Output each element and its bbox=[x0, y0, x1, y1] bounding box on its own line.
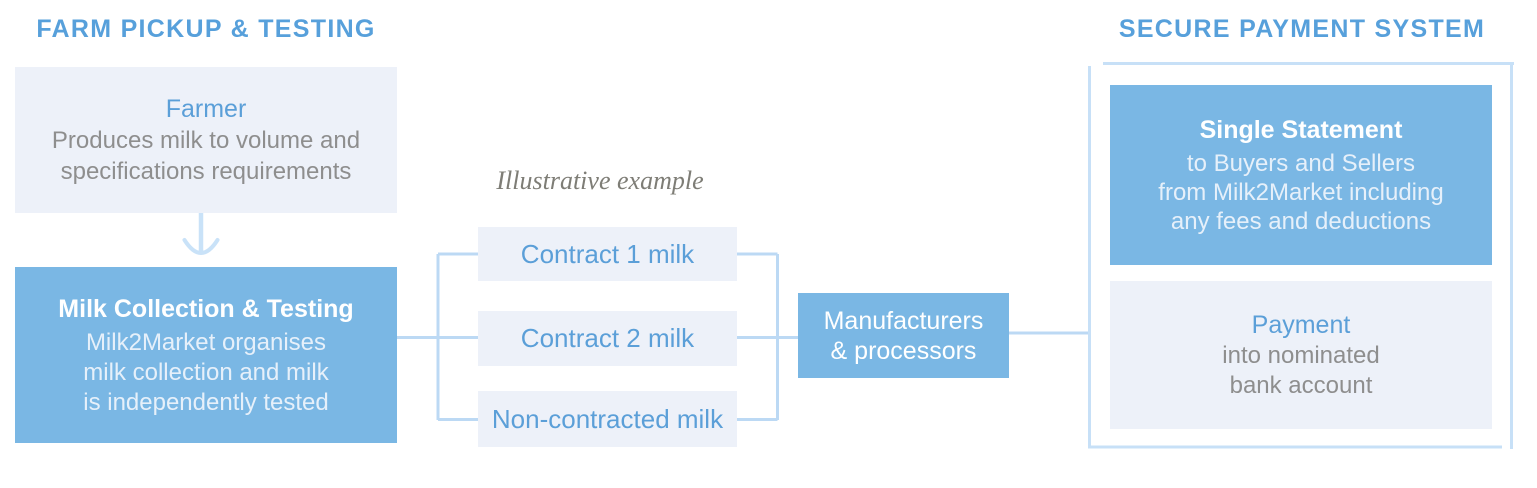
payment-title: Payment bbox=[1251, 311, 1351, 339]
farmer-title: Farmer bbox=[165, 95, 247, 123]
secure-payment-heading: SECURE PAYMENT SYSTEM bbox=[1118, 15, 1486, 43]
contracts-left-bracket bbox=[397, 252, 478, 421]
manufacturers-label-line: & processors bbox=[830, 336, 977, 365]
milk-collection-title: Milk Collection & Testing bbox=[58, 294, 354, 323]
non-contracted-milk-box: Non-contracted milk bbox=[478, 391, 737, 447]
manufacturers-label-line: Manufacturers bbox=[823, 306, 984, 335]
farmer-description-line: specifications requirements bbox=[60, 158, 352, 185]
contract-2-milk-label: Contract 2 milk bbox=[520, 323, 695, 353]
payment-description-line: into nominated bbox=[1222, 342, 1380, 369]
manufacturers-label: Manufacturers & processors bbox=[824, 306, 984, 366]
non-contracted-milk-label: Non-contracted milk bbox=[491, 403, 724, 434]
farmer-box: Farmer Produces milk to volume and speci… bbox=[15, 67, 397, 213]
single-statement-description: to Buyers and Sellers from Milk2Market i… bbox=[1158, 149, 1443, 236]
milk-collection-description-line: Milk2Market organises bbox=[85, 328, 327, 356]
payment-description: into nominated bank account bbox=[1222, 341, 1379, 401]
contract-1-milk-box: Contract 1 milk bbox=[478, 227, 737, 281]
single-statement-description-line: from Milk2Market including bbox=[1158, 179, 1444, 206]
single-statement-description-line: to Buyers and Sellers bbox=[1186, 150, 1416, 177]
single-statement-description-line: any fees and deductions bbox=[1170, 208, 1432, 235]
contracts-right-bracket bbox=[737, 252, 798, 421]
single-statement-title: Single Statement bbox=[1199, 116, 1403, 144]
milk-collection-description: Milk2Market organises milk collection an… bbox=[83, 328, 329, 418]
contract-2-milk-box: Contract 2 milk bbox=[478, 311, 737, 366]
farm-pickup-heading: FARM PICKUP & TESTING bbox=[36, 15, 376, 43]
farmer-description-line: Produces milk to volume and bbox=[51, 127, 361, 154]
milk-collection-description-line: milk collection and milk bbox=[83, 358, 329, 386]
milk-collection-box: Milk Collection & Testing Milk2Market or… bbox=[15, 267, 397, 443]
milk-collection-description-line: is independently tested bbox=[83, 388, 329, 416]
contract-1-milk-label: Contract 1 milk bbox=[520, 238, 695, 269]
single-statement-box: Single Statement to Buyers and Sellers f… bbox=[1110, 85, 1492, 265]
manufacturers-box: Manufacturers & processors bbox=[798, 293, 1009, 378]
illustrative-example-label: Illustrative example bbox=[496, 166, 704, 195]
payment-description-line: bank account bbox=[1229, 372, 1373, 399]
farmer-description: Produces milk to volume and specificatio… bbox=[52, 125, 360, 187]
payment-box: Payment into nominated bank account bbox=[1110, 281, 1492, 429]
